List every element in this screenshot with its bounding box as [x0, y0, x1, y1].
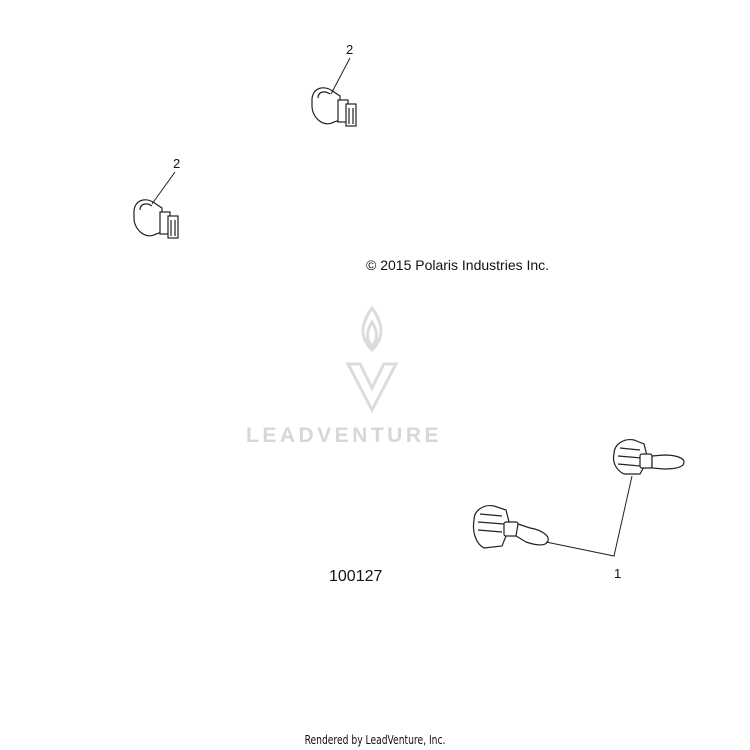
headlight-bulb-lower: [472, 505, 549, 549]
leader-line-upper: [330, 57, 351, 95]
watermark-text: LEADVENTURE: [246, 424, 443, 447]
callout-label: 1: [614, 566, 622, 581]
wedge-bulb-upper: [311, 87, 357, 127]
wedge-bulb-left: [133, 199, 179, 239]
headlight-bulb-upper: [612, 439, 685, 475]
callout-label: 2: [173, 156, 181, 171]
copyright-notice: © 2015 Polaris Industries Inc.: [366, 257, 550, 273]
callout-label: 2: [346, 42, 354, 57]
watermark-logo: [345, 305, 399, 414]
diagram-number: 100127: [329, 568, 383, 585]
leader-line-left: [151, 171, 176, 205]
leader-line-item1: [545, 475, 633, 557]
footer-credit: Rendered by LeadVenture, Inc.: [304, 733, 446, 747]
